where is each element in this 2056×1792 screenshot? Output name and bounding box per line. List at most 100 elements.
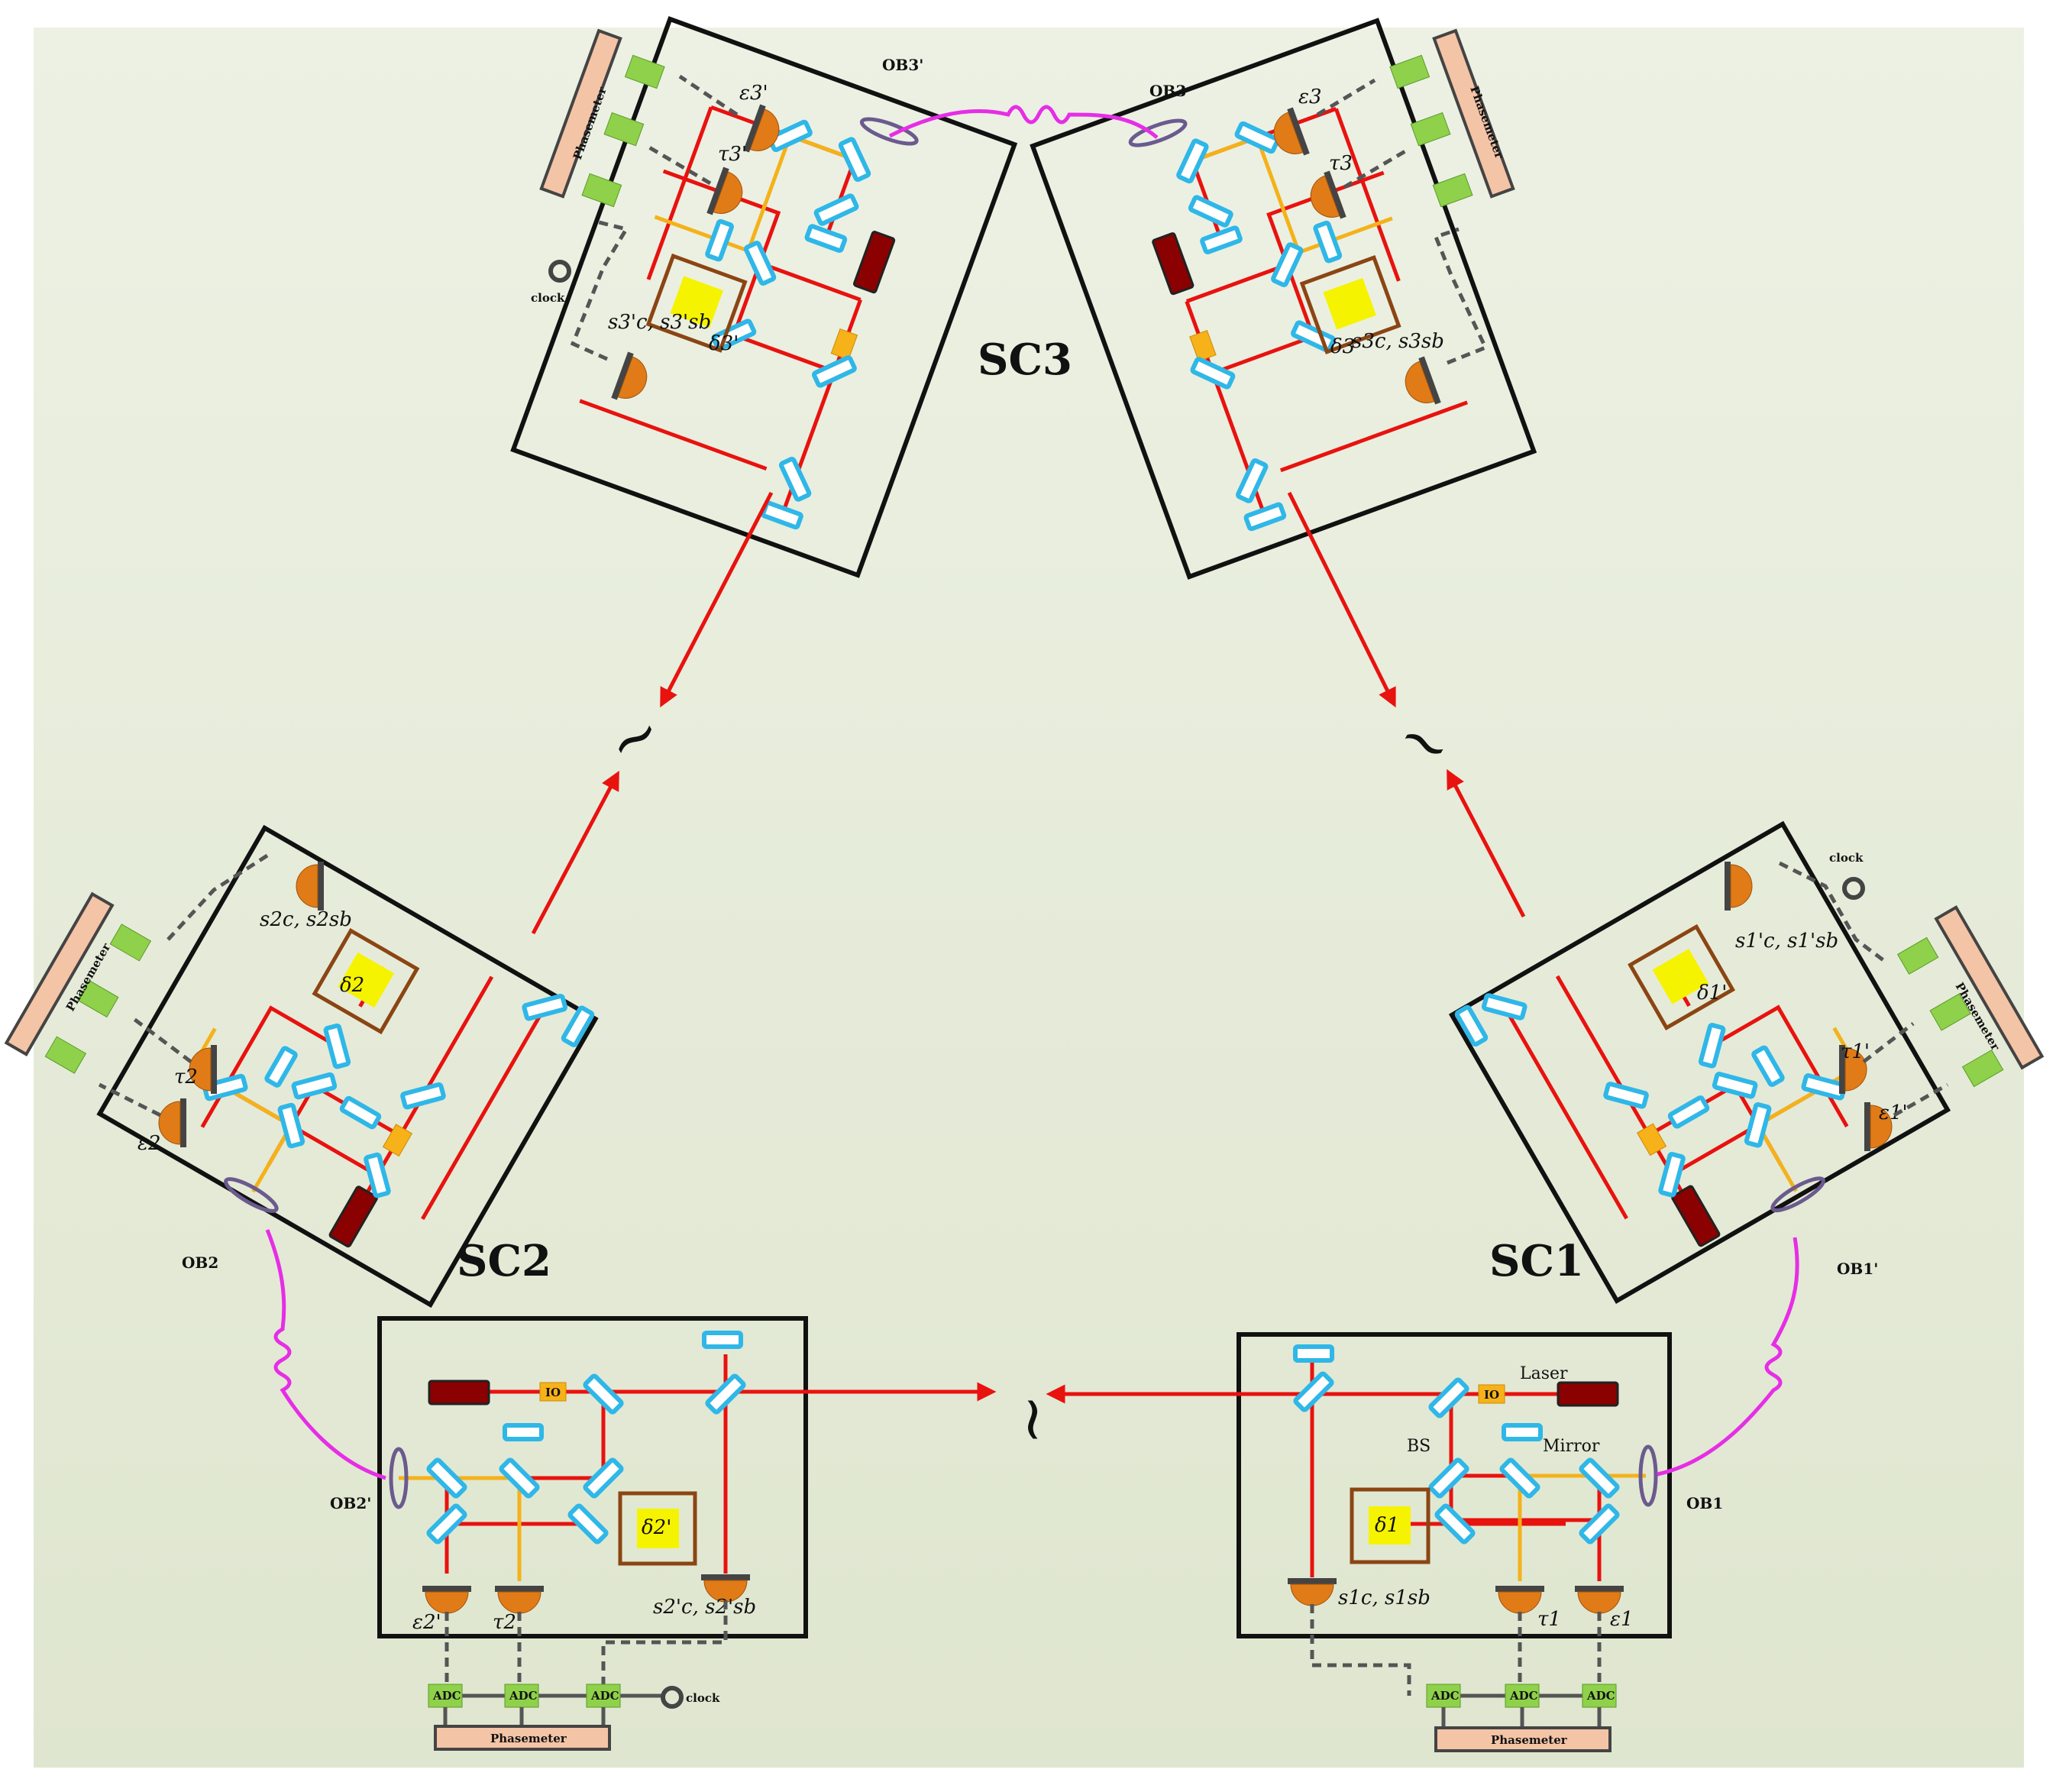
sc3p-local-beam [654, 133, 863, 254]
sc3p-readout-wire [570, 74, 739, 361]
sc3-to-sc1-beam [1287, 491, 1396, 708]
sc3-eps-label: ε3 [1298, 86, 1322, 108]
sc3-delta-box [1299, 254, 1401, 354]
sc2-io [382, 1124, 413, 1157]
sc1-pm-wire [1441, 1707, 1602, 1728]
sc2-adc-stack [4, 891, 151, 1074]
fiber-ob2-link [265, 1229, 386, 1480]
sc1-laser-label: Laser [1520, 1364, 1568, 1383]
sc1p-delta-box [1628, 923, 1736, 1030]
sc2p-pm-wire [443, 1707, 606, 1726]
sc1p-adc-stack [1897, 905, 2045, 1088]
svg-text:ADC: ADC [432, 1689, 461, 1703]
sc1p-phasemeter [1934, 905, 2045, 1070]
sc2p-tau-label: τ2' [493, 1611, 522, 1634]
laser-icon [1671, 1185, 1721, 1247]
svg-text:ADC: ADC [1586, 1689, 1615, 1703]
sc3p-delta-label: δ3' [709, 332, 739, 355]
sc2-title: SC2 [457, 1236, 551, 1286]
sc3-tau-label: τ3 [1329, 152, 1353, 175]
mirror-icon [505, 1425, 541, 1439]
sc2-readout-wire [98, 853, 269, 1118]
sc1-adc-row: ADC ADC ADC [1426, 1684, 1617, 1708]
sc2-eps-label: ε2 [137, 1132, 161, 1155]
sc3-box [1030, 18, 1537, 580]
laser-icon [1152, 232, 1194, 296]
sc1-ob1-label: OB1 [1686, 1494, 1723, 1512]
sc1-optical-bench-box [1237, 1332, 1672, 1638]
spacecraft-sc1-upper: δ1' τ1' ε1' s1'c, s1'sb OB1' clock Phase… [1447, 768, 2045, 1305]
sc2-ob2p-label: OB2' [330, 1494, 371, 1512]
svg-text:ADC: ADC [1430, 1689, 1460, 1703]
sc3-adc-stack [1389, 28, 1515, 208]
sc1-delta-label: δ1 [1375, 1514, 1399, 1537]
sc1p-readout-wire [1778, 861, 1949, 1118]
sc2p-phasemeter [434, 1725, 611, 1751]
sc3-io [1189, 330, 1217, 362]
sc1-io [1478, 1384, 1505, 1404]
sc3p-adc-stack [539, 28, 665, 208]
sc3-phasemeter [1432, 28, 1515, 199]
sc1-tau-label: τ1 [1537, 1608, 1561, 1631]
sc3-s-label: s3c, s3sb [1352, 330, 1444, 353]
sc1-title: SC1 [1489, 1236, 1584, 1286]
sc3p-eps-label: ε3' [739, 82, 768, 105]
fiber-ob3-link [888, 105, 1159, 139]
sc3p-telescope [859, 117, 919, 146]
sc2p-readout-wire [444, 1600, 728, 1696]
sc2p-io-label: IO [545, 1386, 561, 1399]
mirror-icon [1504, 1425, 1540, 1439]
sc1p-delta-label: δ1' [1697, 982, 1727, 1004]
sc3-delta-square [1323, 277, 1376, 330]
sc2p-clock-label: clock [686, 1691, 720, 1705]
sc2-s-label: s2c, s2sb [260, 908, 352, 931]
clock-icon [661, 1686, 684, 1709]
sc1-phasemeter [1434, 1726, 1612, 1752]
svg-text:ADC: ADC [590, 1689, 619, 1703]
sc2-delta-box [312, 927, 420, 1035]
sc2p-adc-row: ADC ADC ADC [428, 1684, 621, 1708]
sc3-local-beam [1185, 134, 1393, 255]
sc2-delta-label: δ2 [340, 974, 364, 997]
sc3p-clock-label: clock [531, 291, 565, 305]
spacecraft-sc2-upper: δ2 τ2 ε2 s2c, s2sb OB2 SC2 Phasemeter [4, 770, 619, 1308]
fiber-ob1-link [1657, 1237, 1799, 1477]
sc1-to-sc3-beam [1447, 768, 1526, 918]
sc1-delta-square [1369, 1506, 1411, 1545]
sc2-local-beam [189, 1027, 294, 1193]
laser-icon [853, 231, 896, 294]
sc3p-tau-label: τ3' [718, 143, 747, 166]
sc3p-io [830, 328, 858, 361]
sc2p-phasemeter-label: Phasemeter [490, 1732, 567, 1745]
sc3-delta-label: δ3 [1330, 335, 1355, 358]
sc2-telescope [224, 1177, 279, 1213]
sc3-telescope [1128, 118, 1188, 147]
sc1-upper-box [1448, 820, 1951, 1305]
sc3p-delta-square [670, 276, 723, 328]
sc1-ob1p-label: OB1' [1837, 1260, 1878, 1278]
sc3p-box [510, 16, 1018, 578]
sc1p-telescope [1770, 1176, 1825, 1213]
sc2p-telescope [389, 1447, 409, 1509]
link-break-bottom: ~ [999, 1394, 1070, 1445]
laser-icon [1557, 1381, 1619, 1407]
sc1-mirror-label: Mirror [1543, 1437, 1600, 1456]
sc2p-eps-label: ε2' [412, 1611, 441, 1634]
mirror-icon [1295, 1347, 1332, 1360]
sc2p-s-label: s2'c, s2'sb [653, 1596, 756, 1619]
sc1-delta-box [1350, 1487, 1430, 1564]
sc1-readout-wire [1310, 1604, 1602, 1696]
svg-text:ADC: ADC [1509, 1689, 1538, 1703]
svg-text:ADC: ADC [509, 1689, 538, 1703]
sc1p-clock-label: clock [1829, 851, 1864, 865]
sc1p-delta-square [1652, 949, 1709, 1004]
sc2-phasemeter [4, 891, 115, 1056]
background-panel [34, 27, 2024, 1768]
sc1p-eps-label: ε1' [1879, 1101, 1908, 1124]
sc3-to-sc2-beam [660, 491, 774, 708]
sc3-ob3-label: OB3 [1149, 82, 1186, 100]
sc1p-io [1636, 1123, 1667, 1156]
sc1-telescope [1638, 1444, 1658, 1507]
sc3p-phasemeter [539, 28, 622, 199]
